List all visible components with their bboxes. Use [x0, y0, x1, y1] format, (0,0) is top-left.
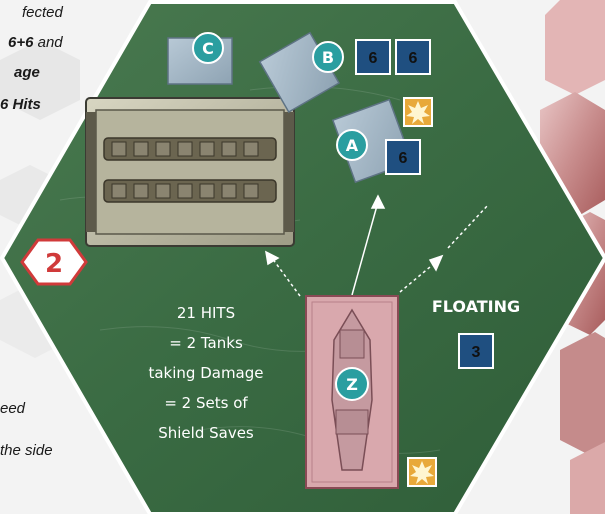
attack-summary-line-2: = 2 Tanks	[169, 334, 243, 352]
attack-summary-line-1: 21 HITS	[177, 304, 235, 322]
range-marker-value: 2	[45, 249, 63, 279]
unit-a-label: A	[346, 136, 359, 155]
unit-b-die-2-value: 6	[409, 50, 418, 67]
unit-b-die-1-value: 6	[369, 50, 378, 67]
rules-text-line-4: 6 Hits	[0, 96, 41, 113]
attack-summary-line-5: Shield Saves	[158, 424, 254, 442]
unit-c-label: C	[202, 39, 214, 58]
rules-text-line-2: 6+6 and	[8, 34, 63, 51]
unit-z-label: Z	[346, 375, 358, 394]
rules-text-line-6: the side	[0, 442, 53, 459]
unit-a-die-1-value: 6	[399, 150, 408, 167]
attack-summary-line-3: taking Damage	[148, 364, 263, 382]
rules-text-line-3: age	[14, 64, 40, 81]
unit-b-label: B	[322, 48, 334, 67]
unit-c[interactable]: C	[168, 33, 232, 84]
attack-summary-line-4: = 2 Sets of	[164, 394, 248, 412]
rules-text-line-1: fected	[22, 4, 63, 21]
explosion-icon	[404, 98, 432, 126]
range-marker: 2	[22, 240, 86, 284]
rules-text-line-5: eed	[0, 400, 25, 417]
tank-unit[interactable]	[86, 98, 294, 246]
explosion-icon	[408, 458, 436, 486]
rules-text-bold: 6+6	[8, 34, 33, 51]
floating-label: FLOATING	[432, 297, 520, 316]
unit-z[interactable]: Z	[306, 296, 398, 488]
floating-die-value: 3	[472, 344, 481, 361]
